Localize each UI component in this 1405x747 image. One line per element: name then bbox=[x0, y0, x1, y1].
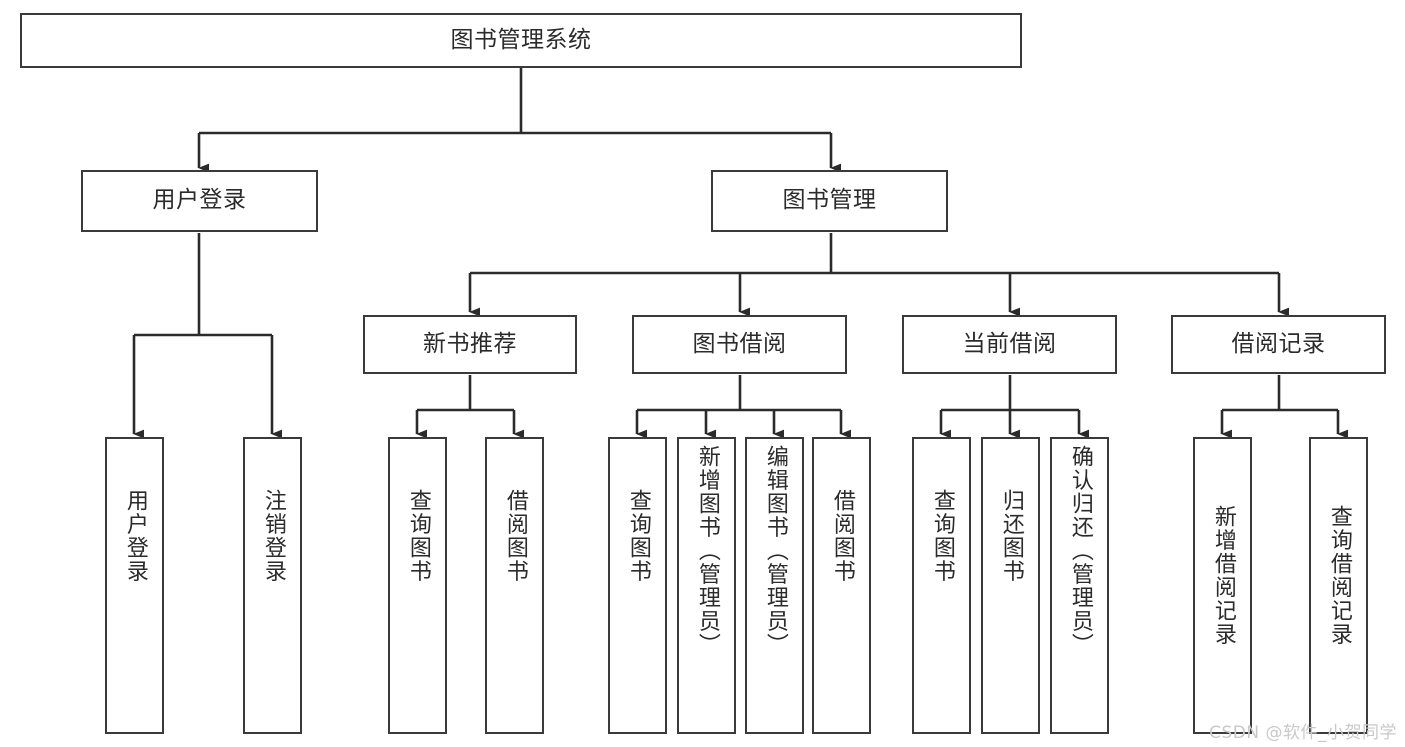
node-leaf-add-record[interactable]: 新增借阅记录 bbox=[1193, 437, 1252, 734]
node-leaf-user-login[interactable]: 用户登录 bbox=[105, 437, 164, 734]
node-user-login-label: 用户登录 bbox=[152, 187, 247, 214]
node-new-book-recommend-label: 新书推荐 bbox=[423, 330, 517, 357]
node-leaf-query-book-2-label: 查询图书 bbox=[625, 489, 651, 583]
node-leaf-query-record[interactable]: 查询借阅记录 bbox=[1309, 437, 1368, 734]
node-leaf-logout[interactable]: 注销登录 bbox=[243, 437, 302, 734]
node-leaf-edit-book-label: 编辑图书（管理员） bbox=[762, 445, 788, 657]
node-leaf-query-book-3-label: 查询图书 bbox=[929, 489, 955, 583]
node-leaf-borrow-book-1[interactable]: 借阅图书 bbox=[485, 437, 544, 734]
node-root-label: 图书管理系统 bbox=[450, 26, 592, 53]
node-current-borrow-label: 当前借阅 bbox=[962, 330, 1057, 357]
node-leaf-query-book-2[interactable]: 查询图书 bbox=[608, 437, 667, 734]
node-leaf-borrow-book-2[interactable]: 借阅图书 bbox=[812, 437, 871, 734]
node-leaf-add-book[interactable]: 新增图书（管理员） bbox=[677, 437, 736, 734]
node-book-borrow[interactable]: 图书借阅 bbox=[632, 315, 847, 374]
node-leaf-query-book-1[interactable]: 查询图书 bbox=[388, 437, 447, 734]
csdn-watermark: CSDN @软件_小贺同学 bbox=[1209, 723, 1397, 743]
node-leaf-query-book-1-label: 查询图书 bbox=[405, 489, 431, 583]
node-leaf-borrow-book-2-label: 借阅图书 bbox=[829, 489, 855, 583]
node-leaf-query-record-label: 查询借阅记录 bbox=[1326, 505, 1352, 646]
node-leaf-edit-book[interactable]: 编辑图书（管理员） bbox=[745, 437, 804, 734]
node-book-borrow-label: 图书借阅 bbox=[692, 330, 787, 357]
node-leaf-return-book[interactable]: 归还图书 bbox=[981, 437, 1040, 734]
node-leaf-query-book-3[interactable]: 查询图书 bbox=[912, 437, 971, 734]
node-leaf-borrow-book-1-label: 借阅图书 bbox=[502, 489, 528, 583]
node-new-book-recommend[interactable]: 新书推荐 bbox=[363, 315, 577, 374]
node-root[interactable]: 图书管理系统 bbox=[20, 13, 1022, 68]
node-current-borrow[interactable]: 当前借阅 bbox=[902, 315, 1117, 374]
node-leaf-logout-label: 注销登录 bbox=[260, 489, 286, 583]
node-leaf-add-record-label: 新增借阅记录 bbox=[1210, 505, 1236, 646]
node-leaf-user-login-label: 用户登录 bbox=[122, 489, 148, 583]
node-leaf-add-book-label: 新增图书（管理员） bbox=[694, 445, 720, 657]
node-book-management[interactable]: 图书管理 bbox=[711, 170, 948, 232]
node-leaf-return-book-label: 归还图书 bbox=[998, 489, 1024, 583]
node-user-login[interactable]: 用户登录 bbox=[81, 170, 318, 232]
node-borrow-record[interactable]: 借阅记录 bbox=[1171, 315, 1386, 374]
node-book-management-label: 图书管理 bbox=[782, 187, 877, 214]
node-leaf-confirm-return[interactable]: 确认归还（管理员） bbox=[1050, 437, 1109, 734]
node-leaf-confirm-return-label: 确认归还（管理员） bbox=[1067, 445, 1093, 657]
node-borrow-record-label: 借阅记录 bbox=[1231, 330, 1326, 357]
